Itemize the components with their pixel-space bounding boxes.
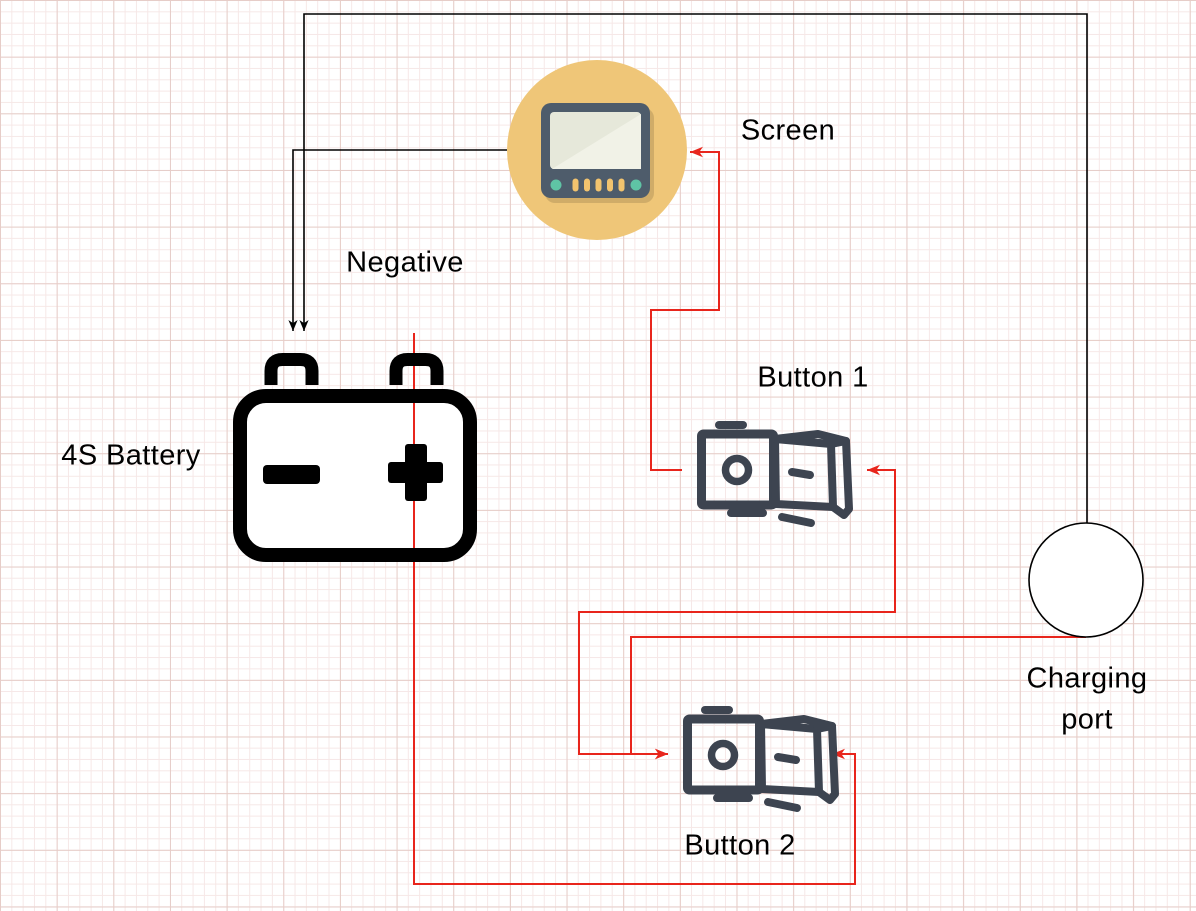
button-1-label: Button 1 bbox=[757, 361, 869, 394]
screen-label: Screen bbox=[740, 114, 836, 147]
wire-button1-to-button2 bbox=[578, 464, 896, 760]
negative-wire-label: Negative bbox=[346, 246, 464, 279]
battery-label: 4S Battery bbox=[61, 439, 201, 472]
wire-charging-port-to-button2 bbox=[630, 636, 1086, 760]
monitor-screen-sheen bbox=[552, 114, 641, 169]
charging-port-label: Charging port bbox=[1026, 662, 1148, 735]
battery-minus-sign bbox=[263, 465, 320, 484]
battery-plus-sign bbox=[388, 444, 443, 501]
battery-icon[interactable] bbox=[233, 353, 477, 562]
wires-layer bbox=[288, 13, 1088, 885]
button-2-icon[interactable] bbox=[688, 710, 836, 808]
button-1-icon[interactable] bbox=[702, 425, 850, 523]
wire-charging-port-to-battery-negative bbox=[299, 13, 1088, 523]
charging-port-icon[interactable] bbox=[1028, 522, 1144, 638]
monitor-knob-left bbox=[550, 179, 562, 191]
wire-screen-to-battery-negative bbox=[288, 149, 507, 331]
button-2-label: Button 2 bbox=[684, 829, 796, 862]
screen-icon[interactable] bbox=[507, 60, 687, 240]
monitor-buttons bbox=[572, 178, 625, 192]
battery-body-fill bbox=[240, 396, 470, 555]
wire-battery-positive-to-button2 bbox=[413, 333, 856, 885]
monitor-knob-right bbox=[630, 179, 642, 191]
